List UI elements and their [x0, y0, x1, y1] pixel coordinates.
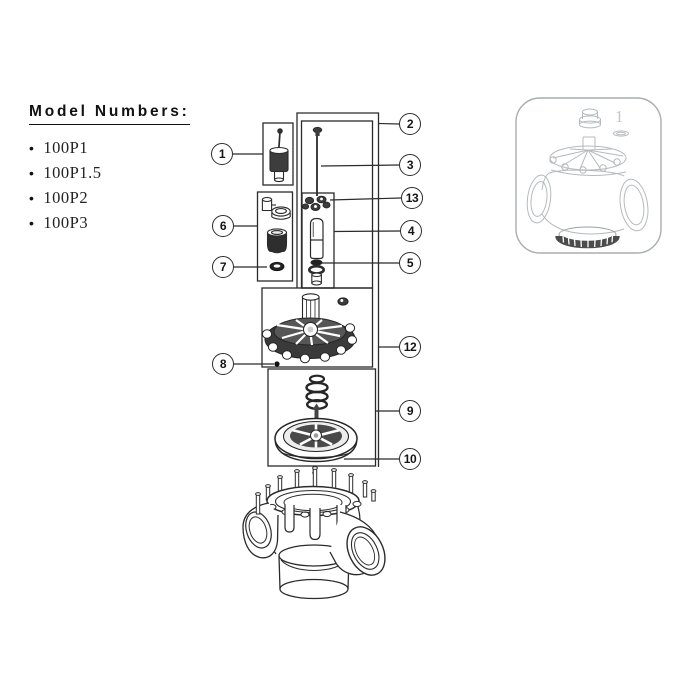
part-6-bleed-assembly	[261, 196, 291, 254]
part-13-port-fittings	[301, 195, 331, 211]
model-number-item: • 100P2	[29, 185, 190, 210]
inset-label: 1	[615, 107, 624, 126]
callout-9: 9	[399, 400, 421, 422]
part-2-screw-part-3-rod	[312, 126, 323, 196]
callout-12: 12	[399, 336, 421, 358]
part-8-pin	[274, 361, 280, 367]
model-number-text: 100P1	[43, 137, 89, 157]
part-4-plunger	[309, 217, 324, 260]
part-5-orings	[307, 259, 325, 286]
leader-lines	[233, 122, 402, 460]
model-number-text: 100P2	[43, 187, 89, 207]
callout-2: 2	[399, 113, 421, 135]
inset-valve-lines	[526, 108, 649, 235]
callout-7: 7	[212, 256, 234, 278]
part-9-spring	[305, 374, 329, 411]
callout-6: 6	[212, 215, 234, 237]
bullet-icon: •	[29, 139, 35, 156]
inset-assembled-valve: 1	[515, 97, 662, 254]
callout-1: 1	[211, 143, 233, 165]
part-10-diaphragm-disc	[274, 403, 358, 477]
model-number-text: 100P3	[43, 212, 89, 232]
part-7-oring	[269, 261, 285, 272]
bullet-icon: •	[29, 164, 35, 181]
callout-13: 13	[401, 187, 423, 209]
callout-4: 4	[400, 220, 422, 242]
valve-body-drawing	[242, 466, 386, 600]
model-number-text: 100P1.5	[43, 162, 102, 182]
model-numbers-heading: Model Numbers:	[29, 103, 190, 125]
bullet-icon: •	[29, 214, 35, 231]
bullet-icon: •	[29, 189, 35, 206]
callout-8: 8	[212, 353, 234, 375]
part-12-diaphragm-assembly	[261, 293, 358, 364]
part-1-solenoid	[269, 128, 289, 183]
inset-ribbed-cap	[555, 226, 620, 249]
model-numbers-panel: Model Numbers: • 100P1 • 100P1.5 • 100P2 • 1…	[29, 103, 190, 235]
model-number-item: • 100P1.5	[29, 160, 190, 185]
model-number-item: • 100P1	[29, 135, 190, 160]
model-number-item: • 100P3	[29, 210, 190, 235]
mounting-bolts	[265, 466, 377, 502]
callout-10: 10	[399, 448, 421, 470]
callout-3: 3	[399, 154, 421, 176]
callout-5: 5	[399, 252, 421, 274]
model-numbers-list: • 100P1 • 100P1.5 • 100P2 • 100P3	[29, 135, 190, 235]
